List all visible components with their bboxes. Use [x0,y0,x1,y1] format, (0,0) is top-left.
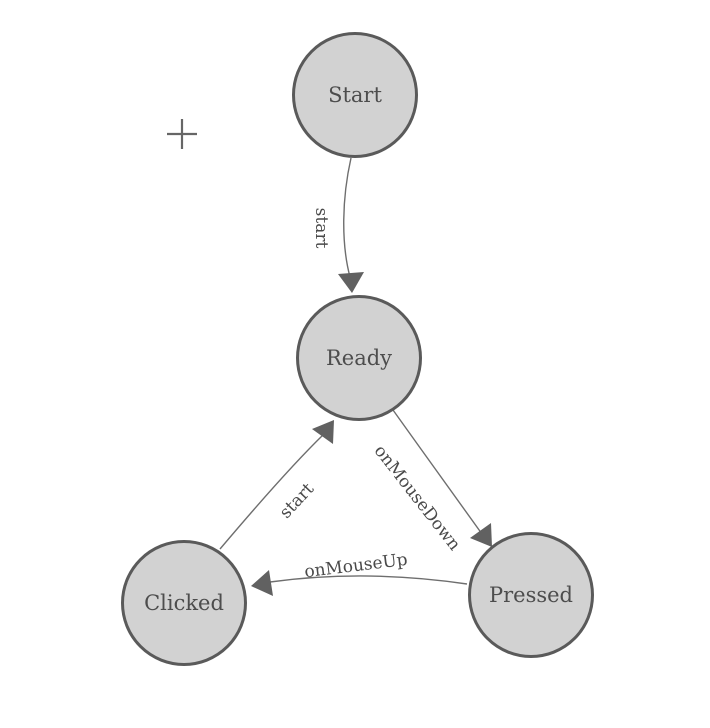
state-node-ready[interactable]: Ready [296,295,422,421]
transition-label: start [276,479,318,522]
arrowhead-icon [338,272,364,293]
transition-label: onMouseDown [370,441,465,554]
transition-path[interactable] [343,157,352,278]
transition-path[interactable] [269,575,468,585]
state-circle[interactable] [296,295,422,421]
transition-pressed-to-clicked[interactable]: onMouseUp [251,550,468,596]
state-circle[interactable] [468,532,594,658]
transition-start-to-ready[interactable]: start [311,157,364,293]
transition-path[interactable] [219,433,325,550]
state-node-clicked[interactable]: Clicked [121,540,247,666]
plus-icon [167,119,197,149]
state-circle[interactable] [292,32,418,158]
transition-clicked-to-ready[interactable]: start [219,420,334,550]
transition-ready-to-pressed[interactable]: onMouseDown [370,409,492,555]
state-node-start[interactable]: Start [292,32,418,158]
arrowhead-icon [312,420,334,444]
state-circle[interactable] [121,540,247,666]
state-label: Clicked [144,591,224,615]
state-label: Ready [326,346,392,370]
state-node-pressed[interactable]: Pressed [468,532,594,658]
state-label: Start [328,83,382,107]
transition-path[interactable] [392,409,483,535]
transition-label: start [311,208,331,249]
state-label: Pressed [489,583,573,607]
arrowhead-icon [251,570,273,596]
arrowhead-icon [470,523,492,547]
